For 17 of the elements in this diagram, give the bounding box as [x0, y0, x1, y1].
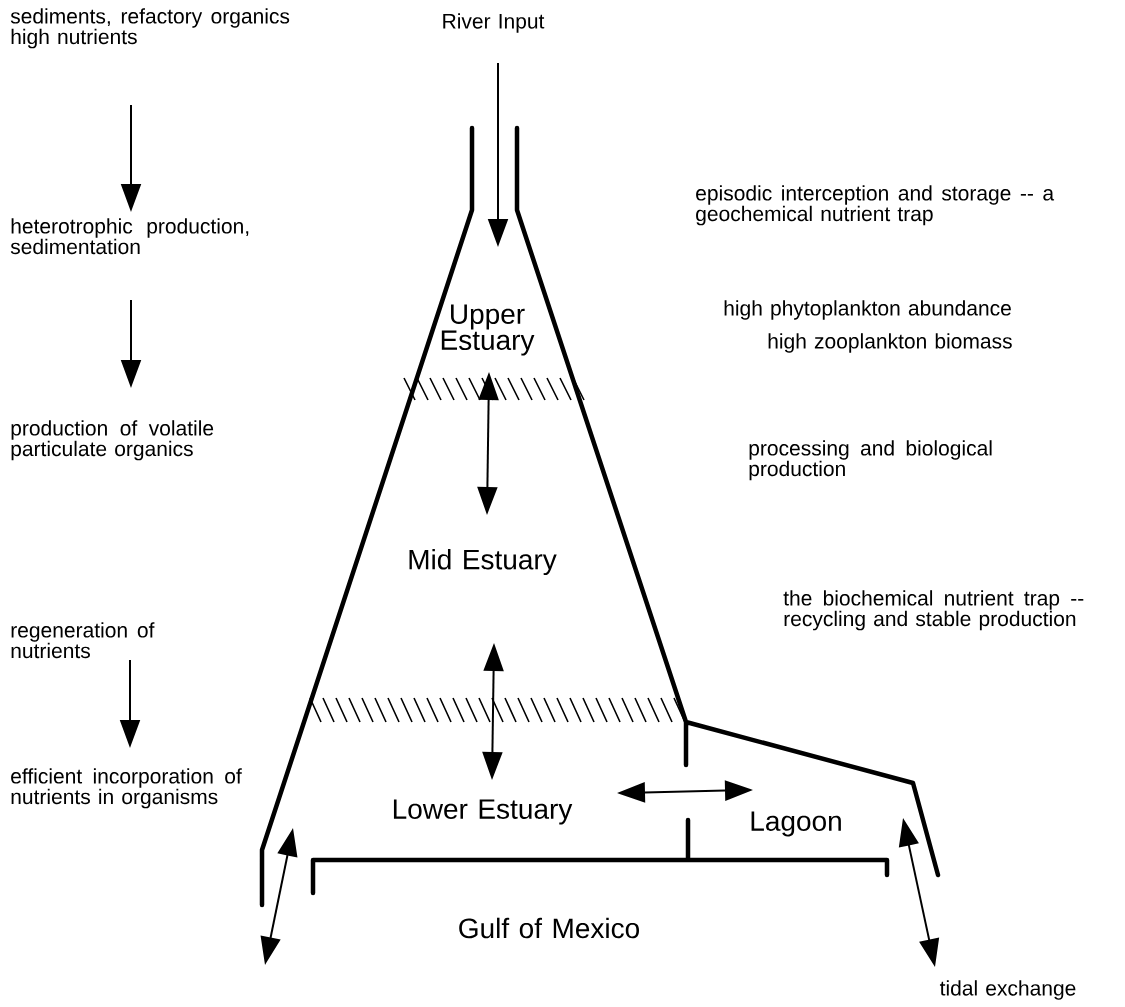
region-label: Mid Estuary — [409, 548, 557, 576]
region-label: Lower Estuary — [393, 799, 573, 825]
river-label: River Input — [443, 13, 545, 33]
process-note: heterotrophic production, sedimentation — [10, 218, 249, 255]
region-label: Lagoon — [751, 811, 841, 837]
region-label: Upper Estuary — [441, 304, 535, 356]
region-label: Gulf of Mexico — [459, 917, 639, 939]
process-note: sediments, refactory organics high nutrients — [10, 8, 290, 49]
annotation-text: high zooplankton biomass — [768, 333, 1012, 353]
annotation-text: processing and biological production — [749, 440, 992, 481]
annotation-text: tidal exchange — [939, 980, 1076, 1000]
annotation-text: high phytoplankton abundance — [724, 300, 1011, 320]
annotation-text: the biochemical nutrient trap -- recycling and stable production — [783, 590, 1084, 631]
annotation-text: episodic interception and storage -- a geochemical nutrient trap — [696, 185, 1055, 226]
process-note: regeneration of nutrients — [11, 622, 155, 659]
process-note: efficient incorporation of nutrients in organisms — [11, 768, 242, 809]
process-note: production of volatile particulate organics — [11, 420, 214, 461]
